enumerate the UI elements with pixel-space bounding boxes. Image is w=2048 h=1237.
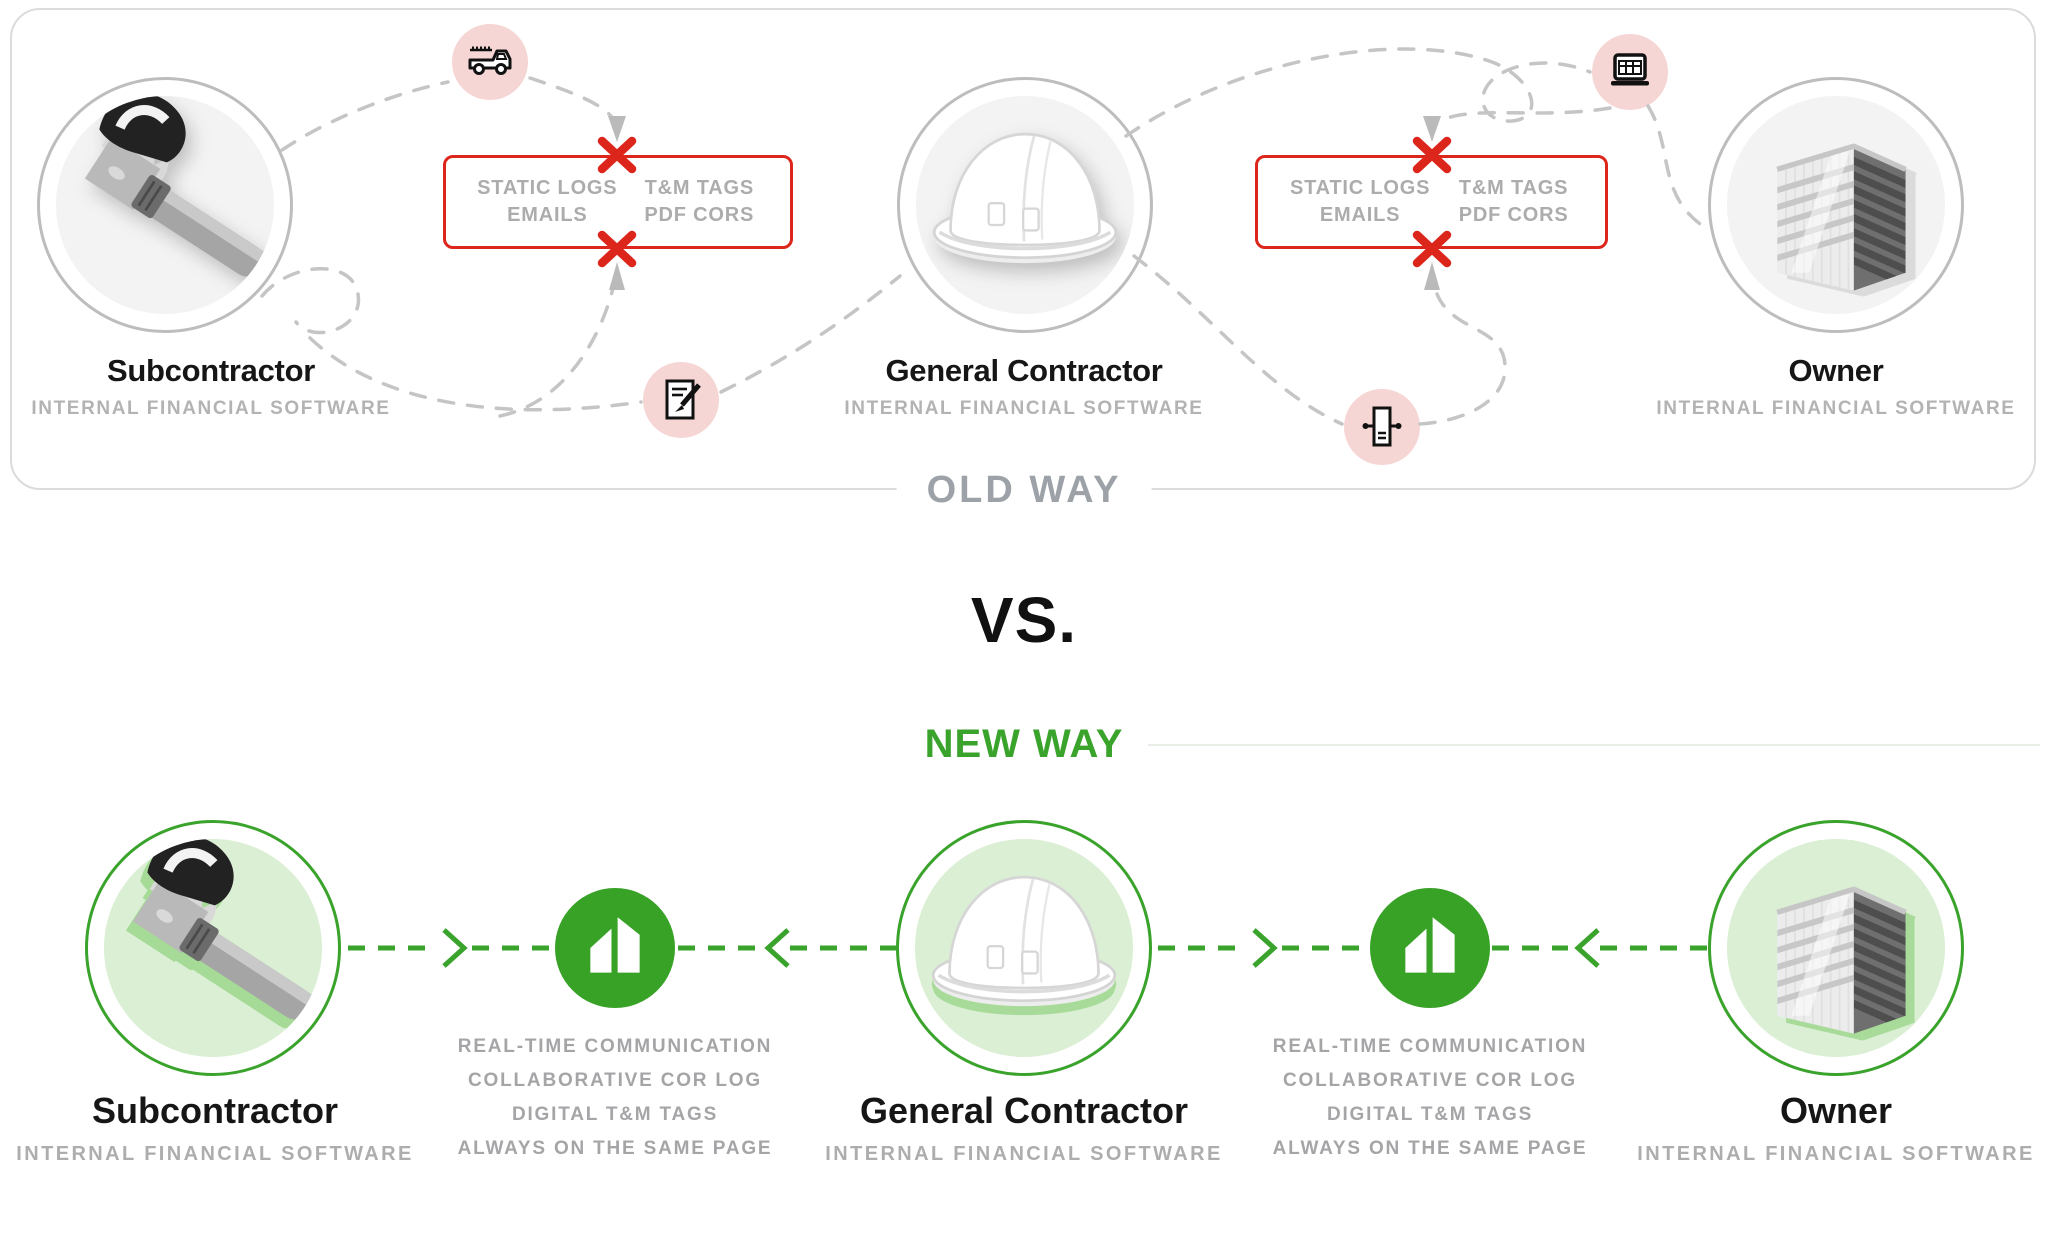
barrier-item: EMAILS xyxy=(507,204,588,226)
entity-subtitle: INTERNAL FINANCIAL SOFTWARE xyxy=(1637,1143,2035,1165)
arrow-left-icon xyxy=(1574,928,1600,968)
entity-name: Owner xyxy=(1779,1090,1893,1131)
entity-name: Subcontractor xyxy=(91,1090,339,1131)
new-owner-label: Owner INTERNAL FINANCIAL SOFTWARE xyxy=(1616,1090,2048,1168)
barrier-item: T&M TAGS xyxy=(1458,177,1569,199)
entity-subtitle: INTERNAL FINANCIAL SOFTWARE xyxy=(1656,398,2016,419)
building-illustration xyxy=(1727,96,1945,314)
barrier-item: EMAILS xyxy=(1319,204,1401,226)
barrier-box-left: STATIC LOGS T&M TAGS EMAILS PDF CORS xyxy=(443,155,793,249)
note-chip xyxy=(643,362,719,438)
benefit-item: REAL-TIME COMMUNICATION xyxy=(1272,1036,1588,1057)
entity-subtitle: INTERNAL FINANCIAL SOFTWARE xyxy=(825,1143,1223,1165)
truck-chip xyxy=(452,24,528,100)
arrow-right-icon xyxy=(1252,928,1278,968)
old-subcontractor-circle xyxy=(37,77,293,333)
benefit-item: DIGITAL T&M TAGS xyxy=(511,1104,719,1125)
entity-name: Owner xyxy=(1788,353,1884,388)
barrier-box-right: STATIC LOGS T&M TAGS EMAILS PDF CORS xyxy=(1255,155,1608,249)
old-owner-circle xyxy=(1708,77,1964,333)
siteline-hub-left xyxy=(555,888,675,1008)
barrier-item: STATIC LOGS xyxy=(477,177,618,199)
barrier-item: STATIC LOGS xyxy=(1289,177,1431,199)
fax-chip xyxy=(1344,389,1420,465)
benefits-list-right: REAL-TIME COMMUNICATION COLLABORATIVE CO… xyxy=(1220,1030,1640,1166)
vs-label: VS. xyxy=(970,584,1078,656)
benefit-item: COLLABORATIVE COR LOG xyxy=(468,1070,762,1091)
old-general-contractor-circle xyxy=(897,77,1153,333)
laptop-chip xyxy=(1592,34,1668,110)
barrier-item: T&M TAGS xyxy=(644,177,754,199)
arrow-right-icon xyxy=(442,928,468,968)
building-illustration xyxy=(1727,839,1945,1057)
entity-subtitle: INTERNAL FINANCIAL SOFTWARE xyxy=(16,1143,414,1165)
siteline-building-logo-icon xyxy=(571,904,659,992)
new-way-section-label: NEW WAY xyxy=(924,722,1124,766)
new-owner-circle xyxy=(1708,820,1964,1076)
benefit-item: COLLABORATIVE COR LOG xyxy=(1283,1070,1577,1091)
old-way-section-label: OLD WAY xyxy=(896,466,1152,514)
benefit-item: ALWAYS ON THE SAME PAGE xyxy=(457,1138,773,1159)
hard-hat-illustration xyxy=(916,96,1134,314)
new-general-contractor-circle xyxy=(896,820,1152,1076)
old-owner-label: Owner INTERNAL FINANCIAL SOFTWARE xyxy=(1636,352,2036,422)
barrier-item: PDF CORS xyxy=(644,204,755,226)
fax-document-icon xyxy=(1362,406,1402,447)
old-subcontractor-label: Subcontractor INTERNAL FINANCIAL SOFTWAR… xyxy=(11,352,411,422)
siteline-building-logo-icon xyxy=(1386,904,1474,992)
new-subcontractor-label: Subcontractor INTERNAL FINANCIAL SOFTWAR… xyxy=(0,1090,430,1168)
truck-icon xyxy=(468,46,512,75)
new-way-divider-line xyxy=(1148,744,2040,746)
arrow-left-icon xyxy=(764,928,790,968)
entity-name: Subcontractor xyxy=(107,353,315,388)
new-general-contractor-label: General Contractor INTERNAL FINANCIAL SO… xyxy=(804,1090,1244,1168)
barrier-item: PDF CORS xyxy=(1458,204,1569,226)
benefit-item: DIGITAL T&M TAGS xyxy=(1326,1104,1534,1125)
laptop-spreadsheet-icon xyxy=(1611,53,1649,86)
document-pencil-icon xyxy=(665,379,701,420)
old-general-contractor-label: General Contractor INTERNAL FINANCIAL SO… xyxy=(824,352,1224,422)
wrench-illustration xyxy=(56,96,274,314)
hard-hat-illustration xyxy=(915,839,1133,1057)
siteline-hub-right xyxy=(1370,888,1490,1008)
benefit-item: ALWAYS ON THE SAME PAGE xyxy=(1272,1138,1588,1159)
benefit-item: REAL-TIME COMMUNICATION xyxy=(457,1036,773,1057)
wrench-illustration xyxy=(104,839,322,1057)
benefits-list-left: REAL-TIME COMMUNICATION COLLABORATIVE CO… xyxy=(405,1030,825,1166)
entity-name: General Contractor xyxy=(885,353,1163,388)
entity-name: General Contractor xyxy=(859,1090,1189,1131)
new-subcontractor-circle xyxy=(85,820,341,1076)
entity-subtitle: INTERNAL FINANCIAL SOFTWARE xyxy=(31,398,391,419)
entity-subtitle: INTERNAL FINANCIAL SOFTWARE xyxy=(844,398,1204,419)
